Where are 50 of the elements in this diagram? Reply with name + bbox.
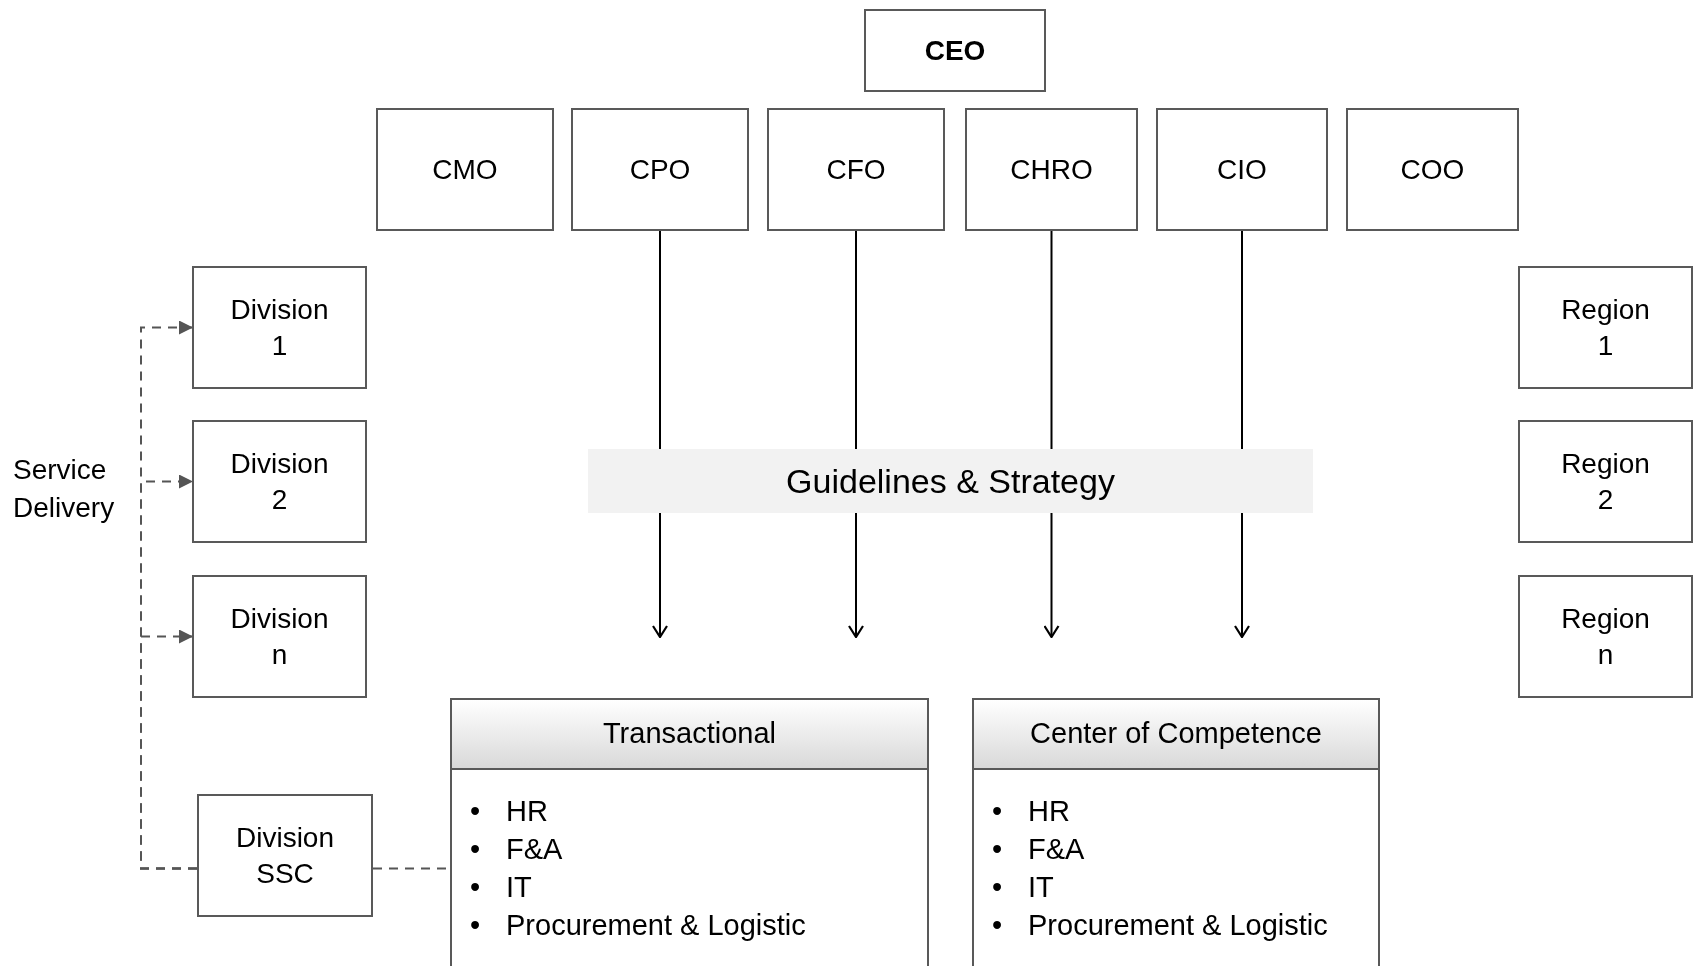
role-label: CFO — [826, 152, 886, 187]
role-box — [197, 794, 373, 917]
list-item: HR — [506, 794, 549, 829]
list-item: IT — [1028, 870, 1055, 905]
bullet: • — [992, 908, 1004, 943]
role-box — [864, 9, 1046, 92]
side-label: Service Delivery — [13, 453, 115, 525]
role-label: Division SSC — [236, 820, 334, 891]
role-label: CPO — [629, 152, 691, 187]
list-item: HR — [1028, 794, 1071, 829]
bullet: • — [992, 794, 1004, 829]
role-label: Region 1 — [1561, 292, 1650, 363]
role-label: Region 2 — [1561, 446, 1650, 517]
role-label: CHRO — [1010, 152, 1093, 187]
role-label: CEO — [924, 33, 986, 68]
list-item: Procurement & Logistic — [506, 908, 807, 943]
role-box — [1518, 420, 1693, 543]
role-box — [1156, 108, 1328, 231]
bullet: • — [470, 832, 482, 867]
role-box — [965, 108, 1138, 231]
bullet: • — [470, 794, 482, 829]
role-box — [1346, 108, 1519, 231]
role-box — [1518, 266, 1693, 389]
role-label: Division 2 — [230, 446, 329, 517]
bullet: • — [470, 870, 482, 905]
role-label: CMO — [432, 152, 498, 187]
role-box — [1518, 575, 1693, 698]
role-label: Division 1 — [230, 292, 329, 363]
role-box — [192, 266, 367, 389]
list-item: F&A — [1028, 832, 1086, 867]
role-box — [376, 108, 554, 231]
bullet: • — [470, 908, 482, 943]
role-label: CIO — [1217, 152, 1267, 187]
role-box — [767, 108, 945, 231]
role-box — [192, 420, 367, 543]
service-panel — [972, 698, 1380, 966]
bullet: • — [992, 870, 1004, 905]
list-item: F&A — [506, 832, 564, 867]
role-box — [571, 108, 749, 231]
role-box — [192, 575, 367, 698]
list-item: Procurement & Logistic — [1028, 908, 1329, 943]
band-label: Guidelines & Strategy — [786, 460, 1115, 502]
list-item: IT — [506, 870, 533, 905]
strategy-band — [588, 449, 1313, 513]
role-label: COO — [1400, 152, 1465, 187]
service-panel — [450, 698, 929, 966]
role-label: Division n — [230, 601, 329, 672]
bullet: • — [992, 832, 1004, 867]
dashed-connector — [140, 629, 198, 870]
role-label: Region n — [1561, 601, 1650, 672]
